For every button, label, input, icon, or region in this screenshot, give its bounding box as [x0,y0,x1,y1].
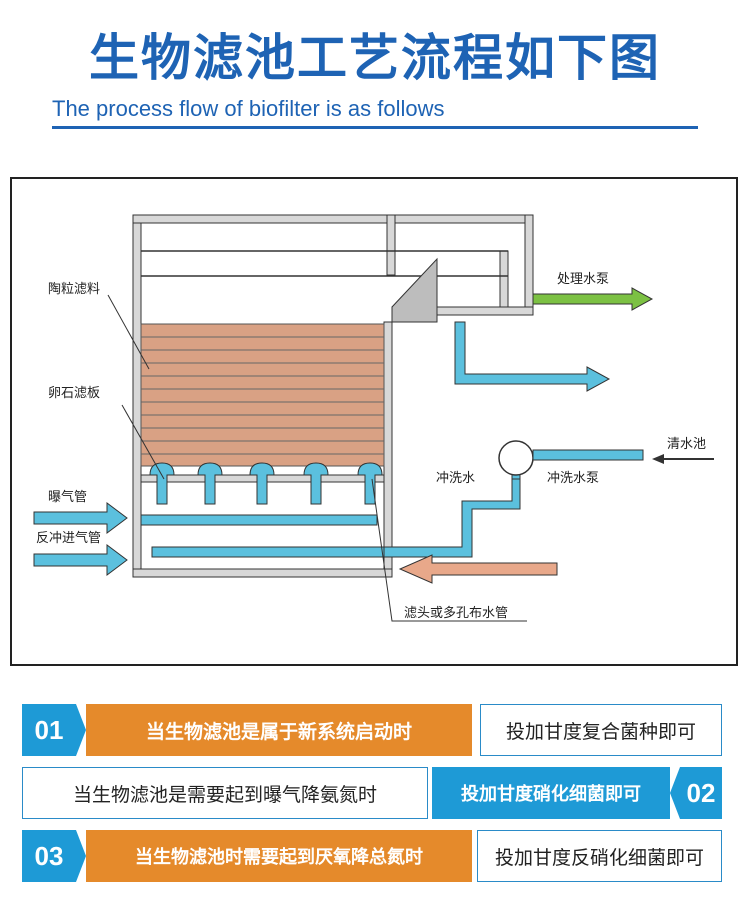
backwash-return-arrow [398,554,558,584]
row-action: 投加甘度反硝化细菌即可 [477,830,722,882]
tank-right-wall [383,321,393,578]
label-ceramic-media: 陶粒滤料 [48,281,100,297]
info-row-3: 03 当生物滤池时需要起到厌氧降总氮时 投加甘度反硝化细菌即可 [22,830,722,882]
badge-pointer [76,704,86,756]
label-aeration-pipe: 曝气管 [48,489,87,505]
badge-pointer [670,767,680,819]
clean-water-line [532,449,644,461]
tank-bottom [132,568,393,578]
flush-pump-icon [498,440,534,476]
backwash-inlet-arrow [33,544,128,576]
outlet-right-wall [524,214,534,316]
label-flush-water: 冲洗水 [436,471,475,486]
row-number-badge: 03 [22,830,76,882]
media-layer-lines [141,336,384,455]
row-action: 投加甘度复合菌种即可 [480,704,722,756]
drain-pipe [454,321,611,392]
row-condition: 当生物滤池是属于新系统启动时 [86,704,472,756]
tank-left-wall [132,214,142,578]
clean-water-arrow [652,454,714,464]
filter-nozzle [149,462,175,505]
tank-top-frame [132,214,534,224]
ceramic-media-bed [140,323,385,467]
title-divider [52,126,698,129]
label-filter-head: 滤头或多孔布水管 [404,605,508,621]
filter-head-leader [371,478,527,622]
aeration-inlet-arrow [33,502,128,534]
overflow-weir [391,257,438,323]
process-diagram: 陶粒滤料 卵石滤板 曝气管 反冲进气管 处理水泵 清水池 冲洗水 冲洗水泵 滤头… [10,177,738,666]
filter-nozzle [197,462,223,505]
media-leader [107,294,150,370]
page-title: 生物滤池工艺流程如下图 [89,29,661,87]
label-pebble-plate: 卵石滤板 [48,386,100,401]
label-backwash-air: 反冲进气管 [36,530,101,546]
filter-nozzle [357,462,383,505]
backwash-air-pipe [151,546,385,558]
info-row-2: 当生物滤池是需要起到曝气降氨氮时 投加甘度硝化细菌即可 02 [22,767,722,819]
info-row-1: 01 当生物滤池是属于新系统启动时 投加甘度复合菌种即可 [22,704,722,756]
aeration-pipe [140,514,378,526]
flush-water-pipe [383,476,521,558]
row-condition: 当生物滤池是需要起到曝气降氨氮时 [22,767,428,819]
row-action: 投加甘度硝化细菌即可 [432,767,670,819]
label-treated-pump: 处理水泵 [557,272,609,287]
plate-leader [121,404,165,480]
label-flush-pump: 冲洗水泵 [547,471,599,486]
row-number-badge: 01 [22,704,76,756]
filter-nozzle [249,462,275,505]
label-clean-water-tank: 清水池 [667,437,706,452]
row-condition: 当生物滤池时需要起到厌氧降总氮时 [86,830,472,882]
diagram-canvas: 陶粒滤料 卵石滤板 曝气管 反冲进气管 处理水泵 清水池 冲洗水 冲洗水泵 滤头… [33,214,714,622]
tank-mid-post [386,214,396,276]
filter-nozzle [303,462,329,505]
badge-pointer [76,830,86,882]
outlet-inner-wall [499,250,509,316]
row-number-badge: 02 [680,767,722,819]
filter-nozzles [149,462,383,505]
page-subtitle: The process flow of biofilter is as foll… [52,96,445,121]
treated-water-arrow [532,287,654,311]
